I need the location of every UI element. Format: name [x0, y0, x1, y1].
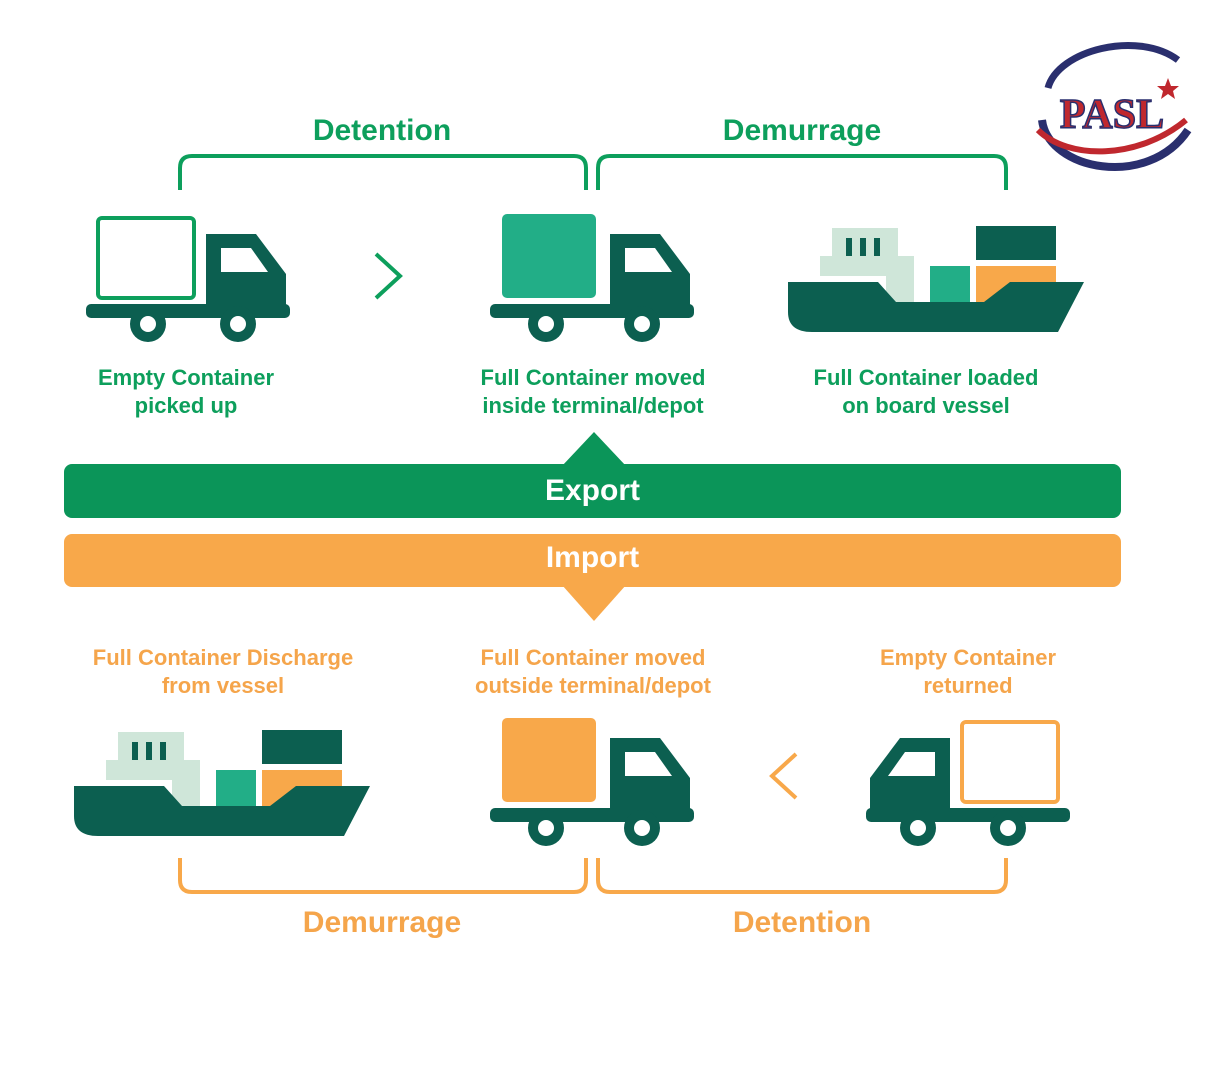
export-demurrage-title: Demurrage: [722, 114, 882, 147]
empty-truck-icon: [86, 216, 290, 342]
cargo-ship-icon: [74, 730, 370, 836]
import-bar: Import: [64, 534, 1121, 587]
company-logo: PASL: [1035, 42, 1192, 171]
full-truck-icon: [490, 718, 694, 846]
export-brackets: [178, 154, 1008, 190]
cargo-ship-icon: [788, 226, 1084, 332]
export-detention-title: Detention: [312, 114, 452, 147]
full-truck-icon: [490, 214, 694, 342]
empty-truck-icon: [866, 720, 1070, 846]
import-brackets: [178, 858, 1008, 894]
chevron-right-icon: [374, 252, 403, 300]
import-demurrage-title: Demurrage: [302, 906, 462, 939]
import-pointer: [562, 585, 626, 621]
export-bar: Export: [64, 464, 1121, 518]
chevron-left-icon: [769, 752, 798, 800]
logo-text: PASL: [1060, 92, 1164, 138]
export-pointer: [562, 432, 626, 466]
import-detention-title: Detention: [732, 906, 872, 939]
